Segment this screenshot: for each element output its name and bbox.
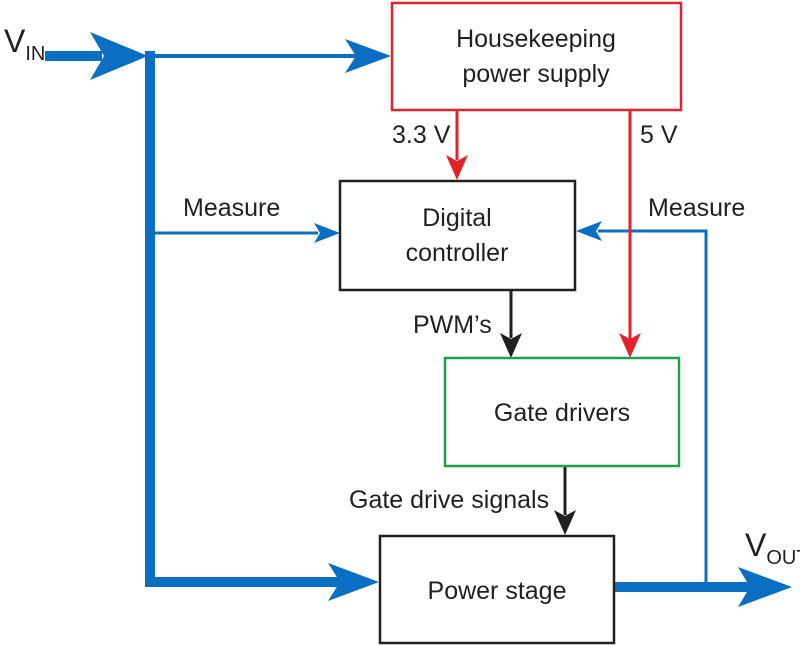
measure-right-line — [598, 229, 708, 587]
vin-label: VIN — [4, 23, 45, 65]
gate-drive-signals-label: Gate drive signals — [349, 486, 549, 514]
vout-arrowhead — [738, 567, 792, 607]
gate-drivers-block: Gate drivers — [443, 356, 681, 468]
measure-left-arrowhead — [314, 223, 340, 243]
pwm-path — [500, 290, 522, 358]
controller-title-line2: controller — [406, 239, 509, 267]
vin-input-arrowhead — [90, 32, 148, 80]
rail-3v3-label: 3.3 V — [392, 121, 451, 149]
measure-right-path — [576, 221, 708, 587]
power-stage-title: Power stage — [428, 577, 567, 605]
vin-label-main: V — [4, 23, 26, 59]
gate-drivers-title: Gate drivers — [494, 399, 630, 427]
controller-title-line1: Digital — [422, 204, 491, 232]
rail-3v3-path — [446, 110, 468, 180]
vin-bus — [45, 32, 391, 601]
rail-5v-label: 5 V — [640, 121, 678, 149]
vout-label-main: V — [745, 527, 767, 563]
controller-box — [338, 179, 577, 292]
housekeeping-title-line2: power supply — [462, 60, 610, 88]
measure-left-path — [152, 223, 340, 243]
vout-label-subscript: OUT — [766, 547, 800, 569]
rail-5v-path — [619, 110, 641, 358]
housekeeping-title-line1: Housekeeping — [456, 25, 616, 53]
housekeeping-power-supply-block: Housekeeping power supply — [390, 1, 683, 112]
housekeeping-box — [390, 1, 683, 112]
measure-left-label: Measure — [183, 194, 280, 222]
pwm-arrowhead — [500, 333, 522, 358]
pwm-label: PWM’s — [413, 311, 492, 339]
power-stage-box — [378, 534, 616, 645]
vin-to-housekeeping-arrowhead — [345, 39, 391, 73]
vout-output — [614, 567, 792, 607]
vin-to-power-stage-arrowhead — [328, 563, 379, 601]
digital-controller-block: Digital controller — [338, 179, 577, 292]
power-stage-block: Power stage — [378, 534, 616, 645]
measure-right-label: Measure — [648, 194, 745, 222]
measure-right-arrowhead — [576, 221, 602, 241]
rail-5v-arrowhead — [619, 333, 641, 358]
gate-drivers-box — [443, 356, 681, 468]
vin-label-subscript: IN — [25, 43, 45, 65]
gate-drive-signals-arrowhead — [554, 510, 576, 535]
vout-label: VOUT — [745, 527, 800, 569]
gate-drive-signals-path — [554, 466, 576, 535]
rail-3v3-arrowhead — [446, 155, 468, 180]
